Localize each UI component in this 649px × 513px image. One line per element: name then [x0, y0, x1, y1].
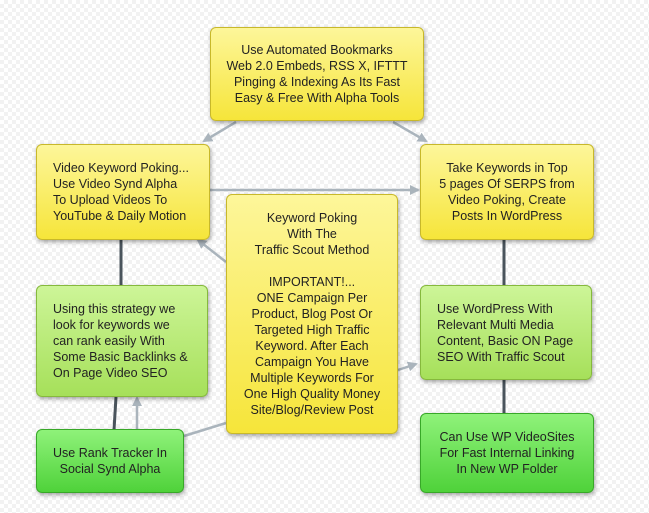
node-automated-bookmarks[interactable]: Use Automated Bookmarks Web 2.0 Embeds, …	[210, 27, 424, 121]
line-rank-to-center	[183, 421, 227, 438]
arrow-center-to-video	[196, 238, 227, 263]
arrow-center-to-wordpress	[397, 361, 418, 372]
line-strategy-to-rank	[112, 396, 118, 431]
node-strategy[interactable]: Using this strategy we look for keywords…	[36, 285, 208, 397]
node-video-keyword-poking[interactable]: Video Keyword Poking... Use Video Synd A…	[36, 144, 210, 240]
arrow-top-to-video	[202, 120, 237, 143]
node-use-wordpress[interactable]: Use WordPress With Relevant Multi Media …	[420, 285, 592, 380]
node-keyword-poking-center[interactable]: Keyword Poking With The Traffic Scout Me…	[226, 194, 398, 434]
node-take-keywords[interactable]: Take Keywords in Top 5 pages Of SERPS fr…	[420, 144, 594, 240]
arrow-top-to-keywords	[392, 120, 428, 143]
node-rank-tracker[interactable]: Use Rank Tracker In Social Synd Alpha	[36, 429, 184, 493]
node-wp-videosites[interactable]: Can Use WP VideoSites For Fast Internal …	[420, 413, 594, 493]
